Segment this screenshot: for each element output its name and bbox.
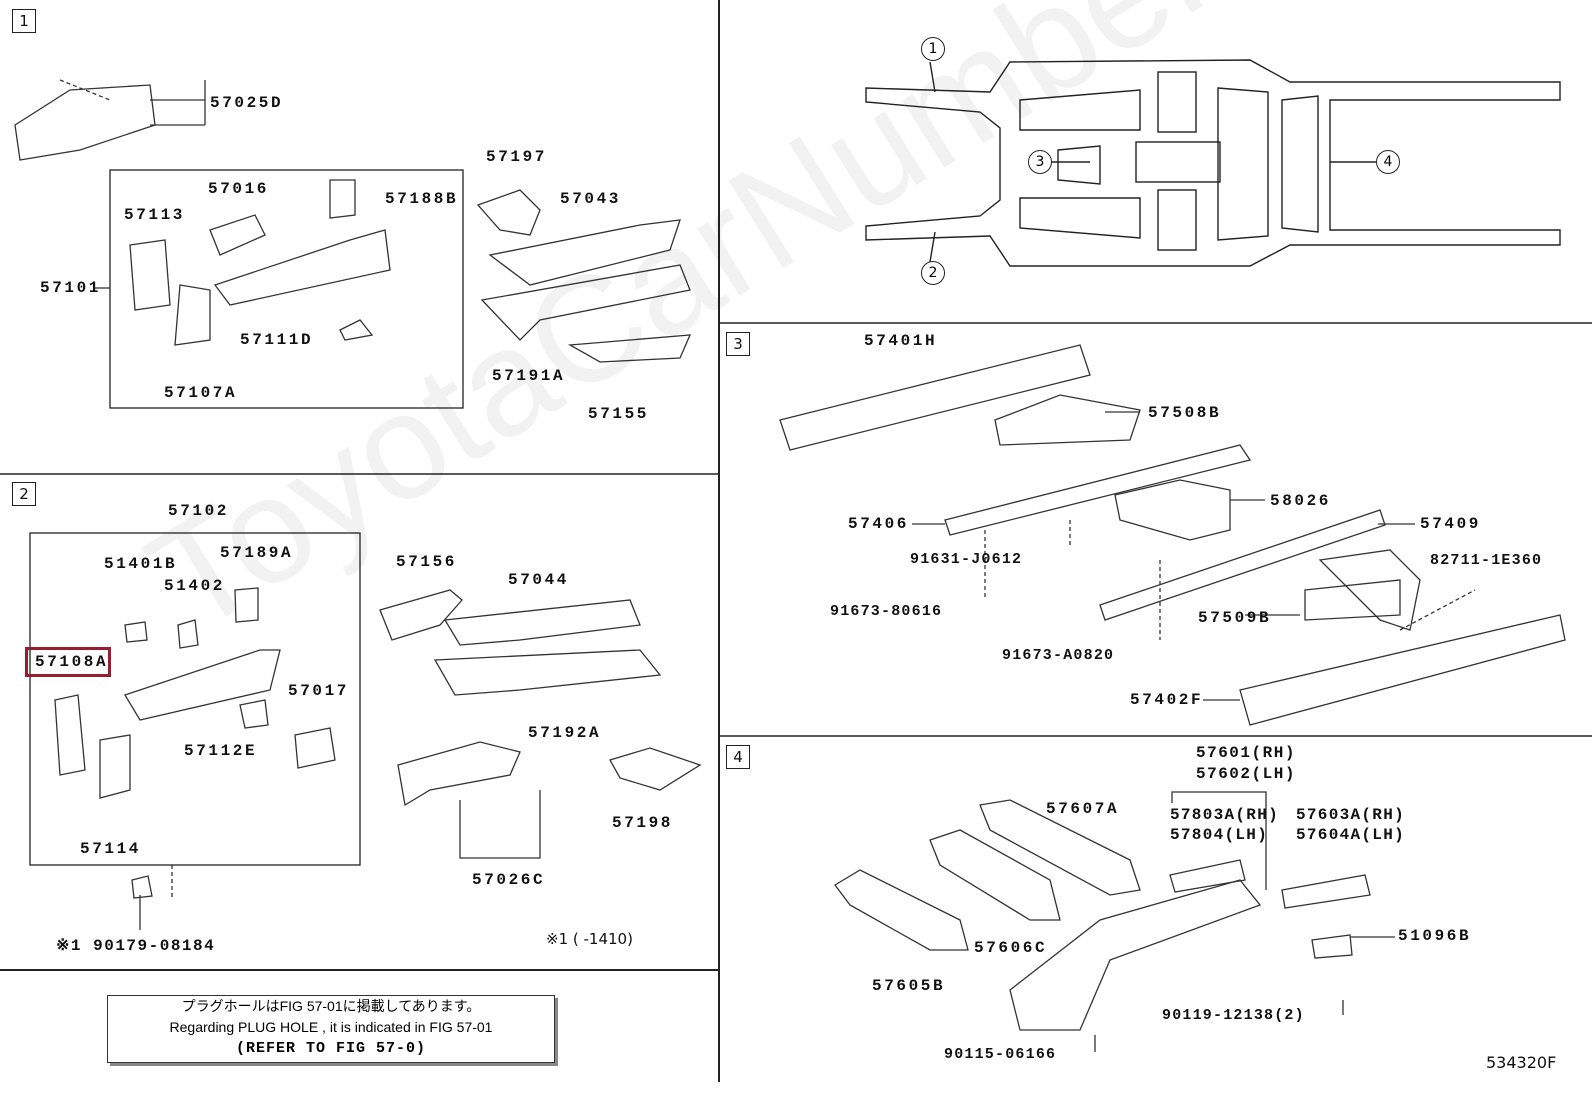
part-label[interactable]: 57189A	[220, 544, 294, 562]
part-label[interactable]: 57607A	[1046, 800, 1120, 818]
part-label[interactable]: 57111D	[240, 331, 314, 349]
overview-callout-4[interactable]: 4	[1376, 150, 1400, 174]
note-box: プラグホールはFIG 57-01に掲載してあります。 Regarding PLU…	[107, 995, 555, 1063]
part-label[interactable]: 57156	[396, 553, 458, 571]
note-reference[interactable]: (REFER TO FIG 57-0)	[235, 1040, 427, 1057]
part-label[interactable]: 57102	[168, 502, 230, 520]
part-label[interactable]: 57606C	[974, 939, 1048, 957]
part-label[interactable]: 57043	[560, 190, 622, 208]
chassis-overview	[865, 59, 1561, 267]
section-marker-3: 3	[726, 332, 750, 356]
part-label[interactable]: 82711-1E360	[1430, 552, 1543, 569]
part-label[interactable]: 90115-06166	[944, 1046, 1057, 1063]
part-label[interactable]: 57406	[848, 515, 910, 533]
part-label[interactable]: 57804(LH)	[1170, 826, 1269, 844]
part-label[interactable]: 57605B	[872, 977, 946, 995]
overview-callout-1[interactable]: 1	[921, 37, 945, 61]
part-label[interactable]: 57602(LH)	[1196, 765, 1296, 783]
part-label[interactable]: 57113	[124, 206, 186, 224]
part-label[interactable]: 57017	[288, 682, 350, 700]
part-label[interactable]: 57016	[208, 180, 270, 198]
part-label[interactable]: 57601(RH)	[1196, 744, 1296, 762]
part-label[interactable]: 57402F	[1130, 691, 1204, 709]
part-label[interactable]: 57025D	[210, 94, 284, 112]
part-label[interactable]: 57803A(RH)	[1170, 806, 1280, 824]
part-label[interactable]: 57112E	[184, 742, 258, 760]
part-label[interactable]: 57409	[1420, 515, 1482, 533]
part-label[interactable]: 57509B	[1198, 609, 1272, 627]
part-label[interactable]: 57197	[486, 148, 548, 166]
part-label[interactable]: 57198	[612, 814, 674, 832]
part-label[interactable]: 57101	[40, 279, 102, 297]
overview-callout-3[interactable]: 3	[1028, 150, 1052, 174]
note-english: Regarding PLUG HOLE , it is indicated in…	[169, 1019, 493, 1035]
part-label[interactable]: 91673-80616	[830, 603, 943, 620]
figure-id: 534320F	[1486, 1053, 1557, 1072]
footnote: ※1 ( -1410)	[546, 930, 633, 948]
part-label[interactable]: 51096B	[1398, 927, 1472, 945]
part-label[interactable]: 57114	[80, 840, 142, 858]
part-label[interactable]: 57191A	[492, 367, 566, 385]
part-label[interactable]: 91673-A0820	[1002, 647, 1115, 664]
part-label[interactable]: 57508B	[1148, 404, 1222, 422]
overview-callout-2[interactable]: 2	[921, 261, 945, 285]
part-label[interactable]: 57044	[508, 571, 570, 589]
section-marker-1: 1	[12, 9, 36, 33]
part-label[interactable]: 57603A(RH)	[1296, 806, 1406, 824]
part-label[interactable]: 91631-J0612	[910, 551, 1023, 568]
note-japanese: プラグホールはFIG 57-01に掲載してあります。	[181, 998, 481, 1014]
highlight-box	[25, 647, 111, 677]
part-label[interactable]: 57026C	[472, 871, 546, 889]
part-label[interactable]: 90119-12138(2)	[1162, 1007, 1305, 1024]
part-label[interactable]: 51401B	[104, 555, 178, 573]
part-label[interactable]: 51402	[164, 577, 226, 595]
part-label[interactable]: 57155	[588, 405, 650, 423]
part-label[interactable]: 58026	[1270, 492, 1332, 510]
part-label[interactable]: ※1 90179-08184	[56, 937, 216, 955]
part-label[interactable]: 57604A(LH)	[1296, 826, 1406, 844]
part-label-highlighted[interactable]: 57108A	[35, 653, 109, 671]
part-label[interactable]: 57192A	[528, 724, 602, 742]
part-label[interactable]: 57107A	[164, 384, 238, 402]
section-marker-2: 2	[12, 482, 36, 506]
part-label[interactable]: 57401H	[864, 332, 938, 350]
part-label[interactable]: 57188B	[385, 190, 459, 208]
section-marker-4: 4	[726, 745, 750, 769]
